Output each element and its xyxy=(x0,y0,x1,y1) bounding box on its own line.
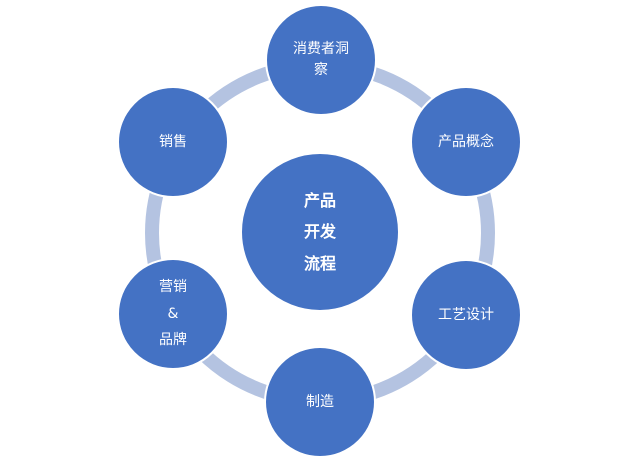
node-label-line: 工艺设计 xyxy=(438,306,494,323)
node-manufacturing: 制造 xyxy=(264,346,376,458)
node-label-line: 销售 xyxy=(159,133,187,150)
node-label-line: & xyxy=(167,305,179,322)
node-label-line: 察 xyxy=(314,62,328,78)
center-label-line: 流程 xyxy=(303,253,336,273)
center-node-product-development-process: 产品 开发 流程 xyxy=(240,152,400,312)
node-label-line: 消费者洞 xyxy=(293,41,349,57)
node-label-line: 制造 xyxy=(306,393,334,410)
node-label-line: 产品概念 xyxy=(438,133,494,150)
node-process-design: 工艺设计 xyxy=(410,259,522,371)
node-sales: 销售 xyxy=(117,86,229,198)
center-label-line: 产品 xyxy=(303,191,336,211)
node-label-line: 营销 xyxy=(159,279,187,296)
node-label-line: 品牌 xyxy=(159,332,187,349)
center-label-line: 开发 xyxy=(303,222,336,242)
node-marketing-brand: 营销 & 品牌 xyxy=(117,258,229,370)
node-consumer-insight: 消费者洞 察 xyxy=(265,4,377,116)
node-product-concept: 产品概念 xyxy=(410,86,522,198)
